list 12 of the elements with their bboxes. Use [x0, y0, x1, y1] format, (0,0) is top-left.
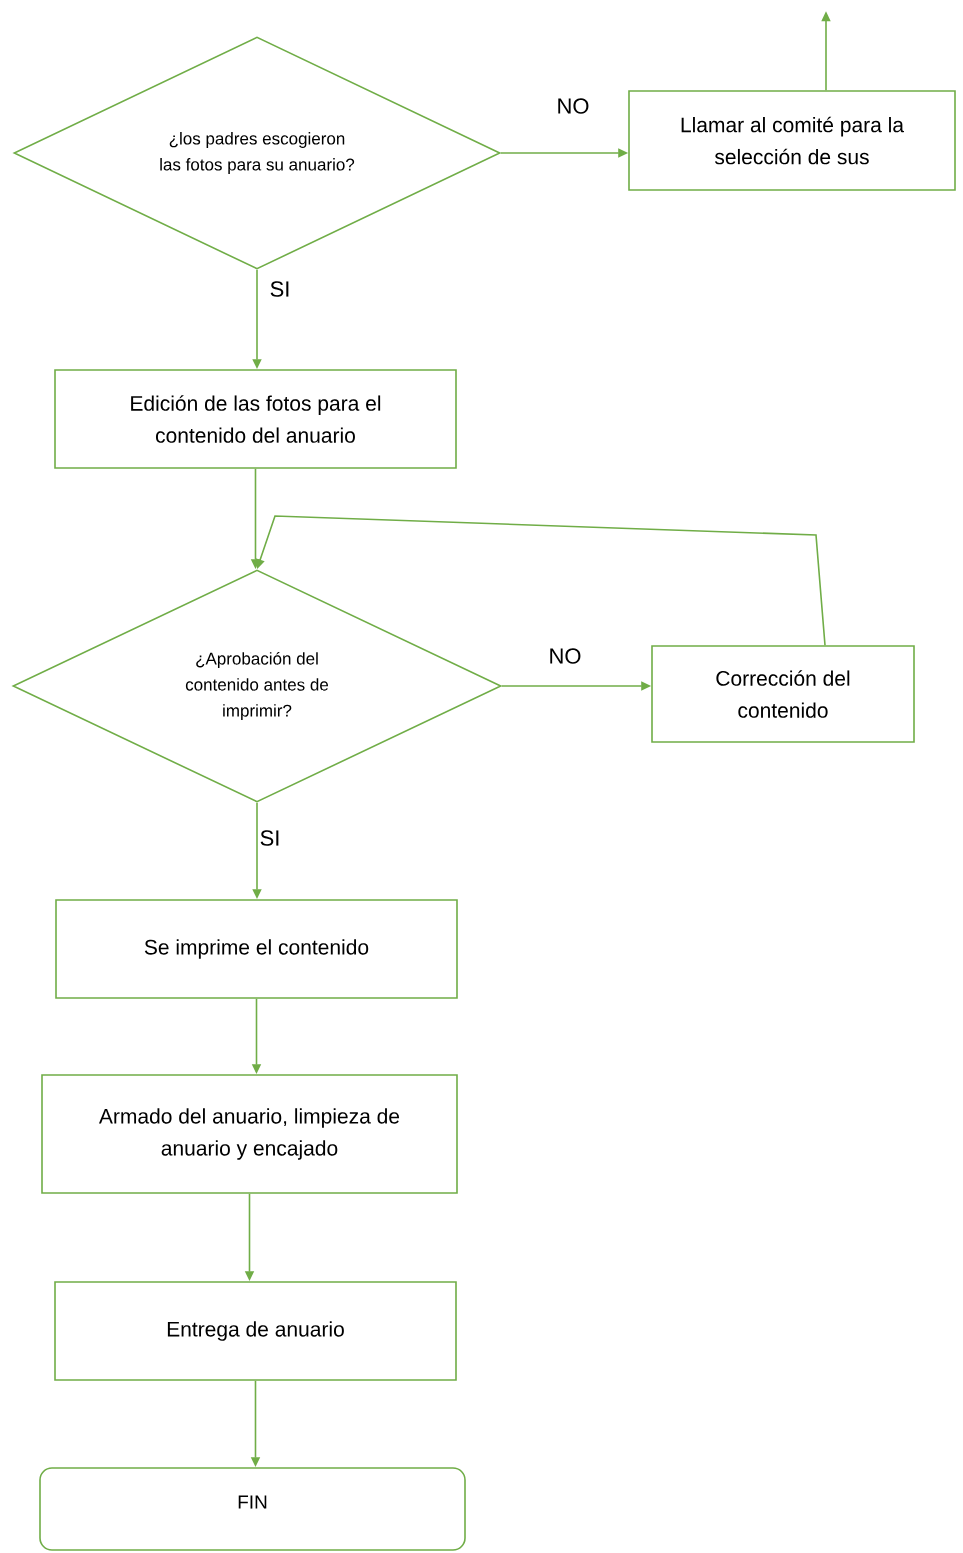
- process-box: Corrección del contenido: [651, 645, 915, 743]
- process-box: Edición de las fotos para el contenido del anuario: [54, 369, 457, 469]
- process-box: Llamar al comité para la selección de sus: [628, 90, 956, 191]
- edge-label: SI: [268, 280, 292, 298]
- process-box: Armado del anuario, limpieza de anuario y encajado: [41, 1074, 458, 1194]
- arrow: [255, 515, 826, 646]
- process-box: Se imprime el contenido: [55, 899, 458, 999]
- process-box: Entrega de anuario: [54, 1281, 457, 1381]
- edge-label: NO: [547, 647, 583, 665]
- edge-label: NO: [555, 97, 591, 115]
- edge-label: SI: [258, 829, 282, 847]
- terminal-box: FIN: [39, 1467, 466, 1551]
